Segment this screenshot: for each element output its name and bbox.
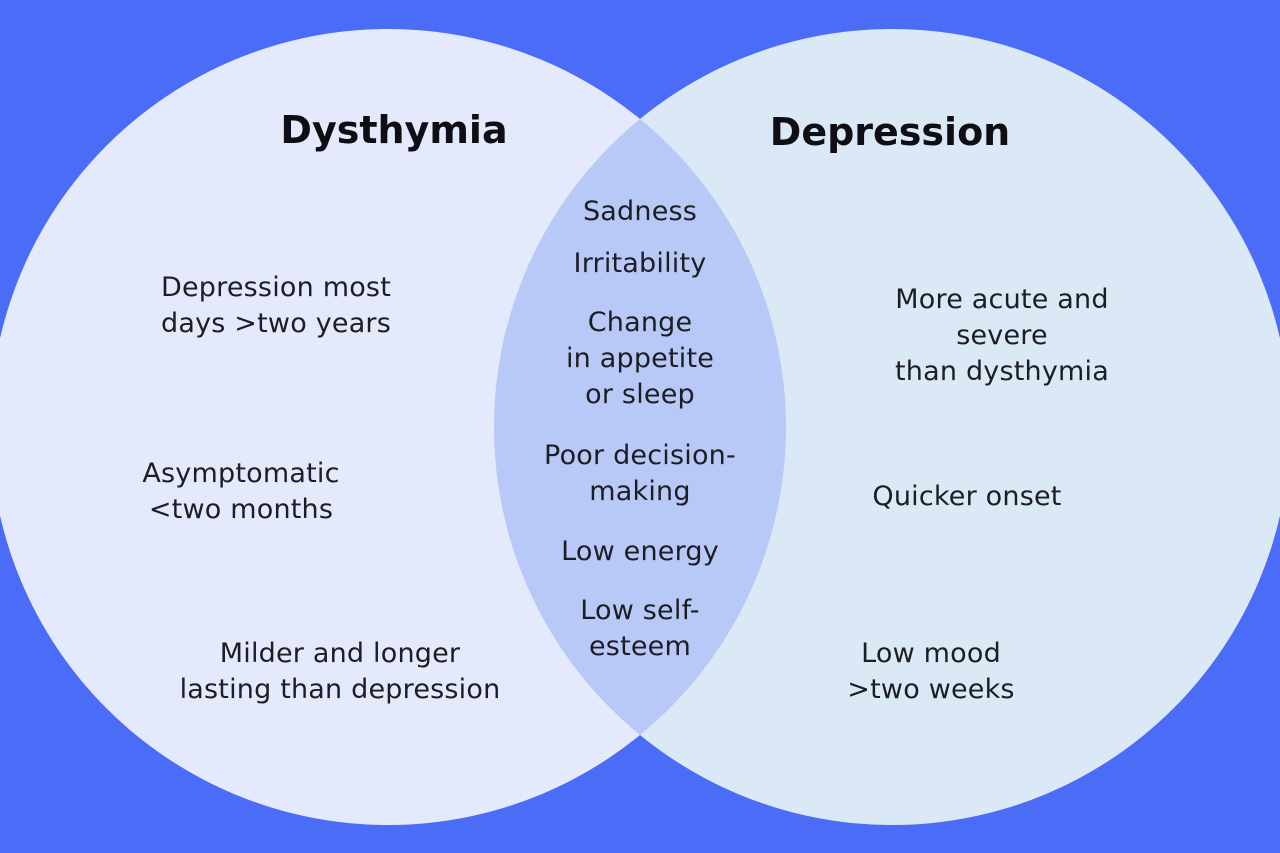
depression-title: Depression [769, 110, 1011, 154]
dysthymia-title: Dysthymia [280, 108, 508, 152]
shared-item: Poor decision- making [544, 440, 736, 507]
shared-item: Low energy [561, 536, 719, 567]
depression-item: More acute and severe than dysthymia [895, 284, 1109, 387]
shared-item: Change in appetite or sleep [565, 307, 715, 410]
shared-item: Sadness [582, 196, 698, 227]
dysthymia-item: Milder and longer lasting than depressio… [179, 638, 501, 705]
depression-item: Quicker onset [872, 481, 1062, 512]
shared-item: Low self- esteem [580, 595, 700, 662]
dysthymia-item: Depression most days >two years [160, 272, 392, 339]
shared-item: Irritability [573, 248, 707, 279]
dysthymia-item: Asymptomatic <two months [142, 458, 340, 525]
depression-item: Low mood >two weeks [847, 638, 1015, 705]
overlap-region [494, 29, 786, 825]
